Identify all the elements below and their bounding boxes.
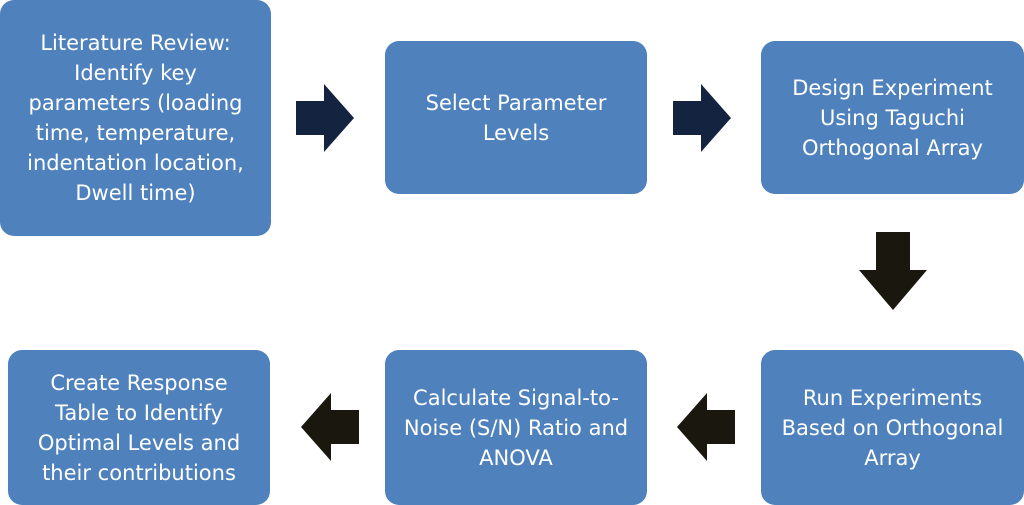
step-calculate-sn-ratio-text: Calculate Signal-to- Noise (S/N) Ratio a… [403, 385, 629, 470]
step-run-experiments-box: Run Experiments Based on Orthogonal Arra… [761, 350, 1024, 505]
step-select-parameter-levels-text: Select Parameter Levels [425, 90, 607, 145]
step-literature-review-text: Literature Review: Identify key paramete… [27, 31, 244, 205]
step-create-response-table-text: Create Response Table to Identify Optima… [37, 370, 241, 485]
arrow-right-icon [296, 84, 354, 152]
arrow-down-icon [859, 232, 927, 310]
step-design-experiment-box: Design Experiment Using Taguchi Orthogon… [761, 41, 1024, 194]
step-select-parameter-levels-box: Select Parameter Levels [385, 41, 647, 194]
step-run-experiments-text: Run Experiments Based on Orthogonal Arra… [781, 385, 1004, 470]
arrow-left-icon [677, 393, 735, 461]
step-create-response-table-box: Create Response Table to Identify Optima… [8, 350, 270, 505]
step-calculate-sn-ratio-box: Calculate Signal-to- Noise (S/N) Ratio a… [385, 350, 647, 505]
step-design-experiment-text: Design Experiment Using Taguchi Orthogon… [792, 75, 993, 160]
arrow-right-icon [673, 84, 731, 152]
arrow-left-icon [301, 393, 359, 461]
step-literature-review-box: Literature Review: Identify key paramete… [0, 0, 271, 236]
